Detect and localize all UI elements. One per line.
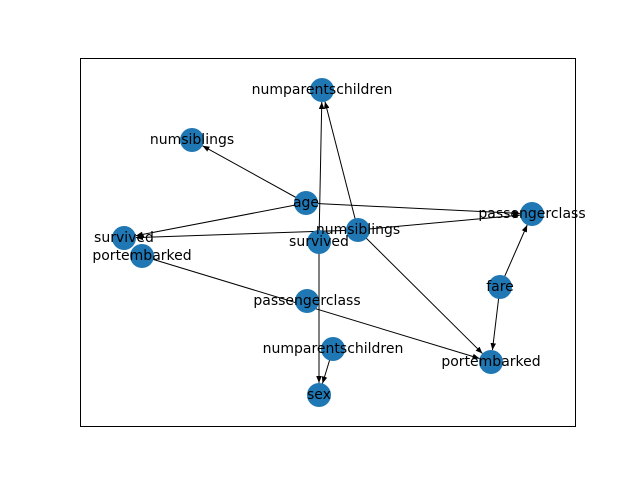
node-n_sex <box>307 383 331 407</box>
node-label-n_npc_top: numparentschildren <box>252 82 393 98</box>
node-n_pclass_center <box>295 289 319 313</box>
node-label-n_age: age <box>293 195 319 211</box>
node-label-n_port_left: portembarked <box>92 248 191 264</box>
node-n_pclass_right <box>520 202 544 226</box>
node-n_surv_center <box>307 230 331 254</box>
node-label-n_fare: fare <box>486 279 514 295</box>
node-label-n_surv_center: survived <box>289 234 349 250</box>
edge-n_nsib_center-to-n_npc_top <box>324 101 359 231</box>
node-n_fare <box>488 275 512 299</box>
edge-n_age-to-n_pclass_right <box>305 202 521 216</box>
node-label-n_surv_left: survived <box>94 230 154 246</box>
node-n_nsib_center <box>346 218 370 242</box>
node-n_port_left <box>130 244 154 268</box>
node-n_age <box>294 191 318 215</box>
plot-frame <box>80 58 576 427</box>
node-n_npc_bottom <box>321 337 345 361</box>
node-label-n_nsib_center: numsiblings <box>316 222 400 238</box>
edge-n_nsib_center-to-n_pclass_right <box>357 212 521 231</box>
node-label-n_sex: sex <box>307 387 331 403</box>
node-label-n_npc_bottom: numparentschildren <box>263 341 404 357</box>
node-label-n_pclass_center: passengerclass <box>253 293 360 309</box>
edge-n_age-to-n_nsib_left <box>202 145 307 204</box>
node-n_port_right <box>479 350 503 374</box>
node-label-n_port_right: portembarked <box>441 354 540 370</box>
node-n_npc_top <box>310 78 334 102</box>
edge-n_nsib_center-to-n_port_right <box>357 229 483 354</box>
labels-layer: numparentschildren numsiblings age passenge… <box>92 82 585 403</box>
node-n_surv_left <box>112 226 136 250</box>
node-label-n_nsib_left: numsiblings <box>150 132 234 148</box>
nodes-layer <box>112 78 544 407</box>
edge-n_age-to-n_surv_left <box>135 202 307 238</box>
node-n_nsib_left <box>180 128 204 152</box>
edge-n_surv_center-to-n_npc_top <box>318 101 325 243</box>
node-label-n_pclass_right: passengerclass <box>478 206 585 222</box>
